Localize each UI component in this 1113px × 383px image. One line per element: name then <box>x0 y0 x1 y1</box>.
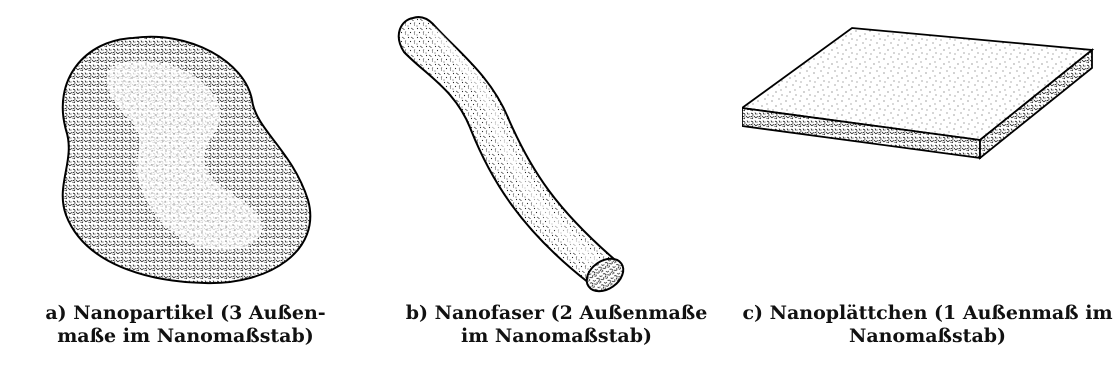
panel-nanoplatelet: c) Nanoplättchen (1 Außenmaß im Nanomaßs… <box>742 0 1113 383</box>
nanoparticle-illustration <box>0 0 371 300</box>
caption-nanofiber: b) Nanofaser (2 Außenmaße im Nanomaßstab… <box>371 302 742 348</box>
caption-nanofiber-line1: b) Nanofaser (2 Außenmaße <box>371 302 742 325</box>
caption-nanoparticle-line1: a) Nanopartikel (3 Außen- <box>0 302 371 325</box>
panel-nanofiber: b) Nanofaser (2 Außenmaße im Nanomaßstab… <box>371 0 742 383</box>
caption-nanofiber-line2: im Nanomaßstab) <box>371 325 742 348</box>
panel-nanoparticle: a) Nanopartikel (3 Außen- maße im Nanoma… <box>0 0 371 383</box>
caption-nanoplatelet-line2: Nanomaßstab) <box>742 325 1113 348</box>
nanofiber-illustration <box>371 0 742 300</box>
caption-nanoparticle: a) Nanopartikel (3 Außen- maße im Nanoma… <box>0 302 371 348</box>
caption-nanoparticle-line2: maße im Nanomaßstab) <box>0 325 371 348</box>
nanoplatelet-illustration <box>742 0 1113 300</box>
caption-nanoplatelet: c) Nanoplättchen (1 Außenmaß im Nanomaßs… <box>742 302 1113 348</box>
caption-nanoplatelet-line1: c) Nanoplättchen (1 Außenmaß im <box>742 302 1113 325</box>
